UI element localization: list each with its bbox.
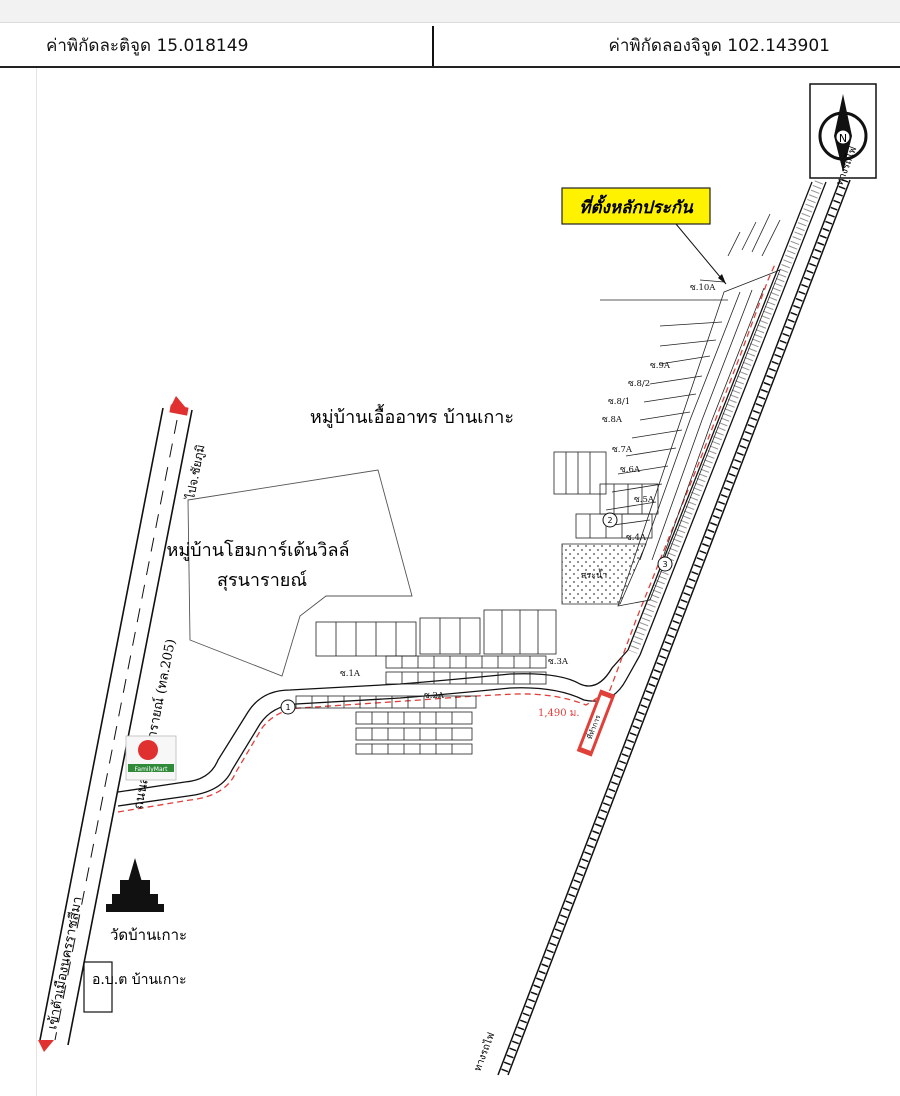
soi-label: ซ.8/1 (608, 397, 630, 407)
soi-label: ซ.6A (620, 465, 641, 475)
direction-north: ไปจ.ชัยภูมิ (183, 443, 209, 501)
route-nodes: 1 2 3 (280, 512, 673, 715)
village-name: หมู่บ้านเอื้ออาทร บ้านเกาะ (310, 404, 514, 428)
soi-label: ซ.9A (650, 361, 671, 371)
familymart-icon: FamilyMart (125, 735, 177, 781)
sao-building (83, 961, 113, 1013)
coordinate-divider (432, 26, 434, 66)
node-label: 2 (607, 516, 612, 525)
soi-label: ซ.4A (626, 533, 647, 543)
latitude-label: ค่าพิกัดละติจูด 15.018149 (46, 36, 249, 56)
soi-label: ซ.10A (690, 283, 716, 293)
left-margin-rule (36, 68, 37, 1096)
store-label: FamilyMart (135, 766, 169, 773)
collateral-callout: ที่ตั้งหลักประกัน (561, 187, 727, 285)
soi-label: ซ.3A (548, 657, 569, 667)
node-label: 1 (285, 703, 290, 712)
estate-name-line1: หมู่บ้านโฮมการ์เด้นวิลล์ (166, 539, 349, 561)
soi-labels: ซ.10A ซ.9A ซ.8/2 ซ.8/1 ซ.8A ซ.7A ซ.6A ซ.… (340, 283, 716, 701)
soi-label: ซ.5A (634, 495, 655, 505)
map-canvas: N ทางรถไฟ ทางรถไฟ 1,490 ม. ที่ทำการ ถนนส… (38, 83, 877, 1077)
compass-letter: N (839, 132, 847, 145)
access-road (117, 649, 641, 807)
callout-label: ที่ตั้งหลักประกัน (579, 194, 694, 218)
home-garden-ville-area (187, 469, 413, 677)
temple-icon (106, 858, 164, 912)
location-map: N ทางรถไฟ ทางรถไฟ 1,490 ม. ที่ทำการ ถนนส… (0, 68, 900, 1096)
soi-label: ซ.8A (602, 415, 623, 425)
rail-label-bottom: ทางรถไฟ (472, 1031, 498, 1073)
north-arrow-icon: N (809, 83, 877, 179)
node-label: 3 (662, 560, 667, 569)
temple-label: วัดบ้านเกาะ (110, 926, 187, 944)
route-path (117, 261, 777, 813)
pond-area (561, 543, 647, 605)
distance-label: 1,490 ม. (538, 708, 580, 719)
sao-label: อ.บ.ต บ้านเกาะ (92, 972, 187, 988)
pond-label: สระน้ำ (581, 568, 607, 581)
longitude-label: ค่าพิกัดลองจิจูด 102.143901 (608, 36, 831, 56)
soi-label: ซ.7A (612, 445, 633, 455)
soi-label: ซ.8/2 (628, 379, 650, 389)
railway-line (497, 178, 851, 1077)
soi-label: ซ.2A (424, 691, 445, 701)
top-strip (0, 0, 900, 23)
soi-label: ซ.1A (340, 669, 361, 679)
upper-housing-blocks (553, 213, 781, 607)
coordinate-bar: ค่าพิกัดละติจูด 15.018149 ค่าพิกัดลองจิจ… (0, 24, 900, 68)
lower-housing-blocks (295, 609, 557, 755)
estate-name-line2: สุรนารายณ์ (217, 570, 307, 591)
highway-label: ถนนสายสุรนารายณ์ (ทล.205) (130, 638, 179, 811)
station-marker: ที่ทำการ (576, 689, 616, 757)
highway-205 (38, 396, 193, 1052)
local-road (627, 180, 827, 656)
